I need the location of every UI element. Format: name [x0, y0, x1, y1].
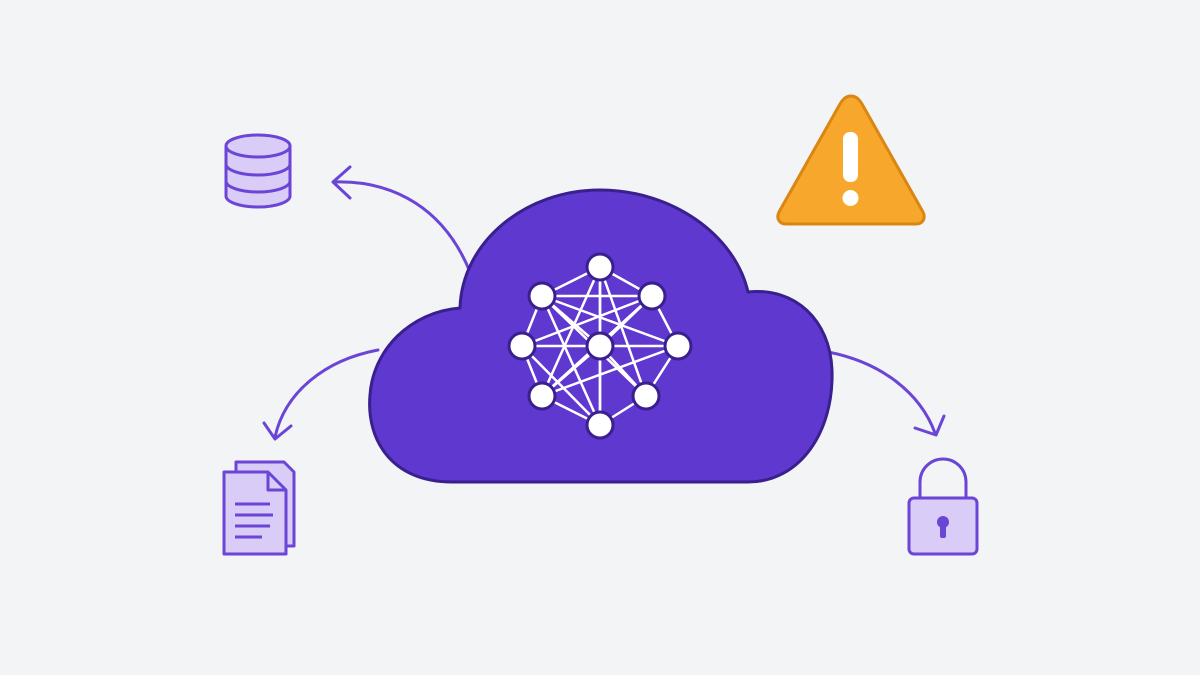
padlock-icon [907, 457, 979, 556]
network-node [631, 381, 661, 411]
network-edge [520, 344, 602, 427]
network-edge [540, 294, 602, 427]
network-node [663, 331, 693, 361]
warning-triangle-icon [776, 94, 926, 226]
network-edge [540, 294, 680, 348]
arrow-to-database [331, 165, 472, 274]
arrows [262, 165, 946, 441]
neural-network-icon [507, 252, 693, 440]
network-edge [540, 344, 680, 398]
arrow-to-documents [262, 348, 380, 441]
network-node [585, 410, 615, 440]
network-node [585, 252, 615, 282]
network-edge [598, 265, 648, 398]
network-node [527, 281, 557, 311]
network-node [507, 331, 537, 361]
documents-icon [222, 460, 296, 556]
network-edge [520, 294, 654, 348]
database-icon [224, 133, 292, 209]
network-node [527, 381, 557, 411]
network-node [637, 281, 667, 311]
network-nodes [507, 252, 693, 440]
network-node [585, 331, 615, 361]
arrow-to-lock [826, 350, 946, 437]
